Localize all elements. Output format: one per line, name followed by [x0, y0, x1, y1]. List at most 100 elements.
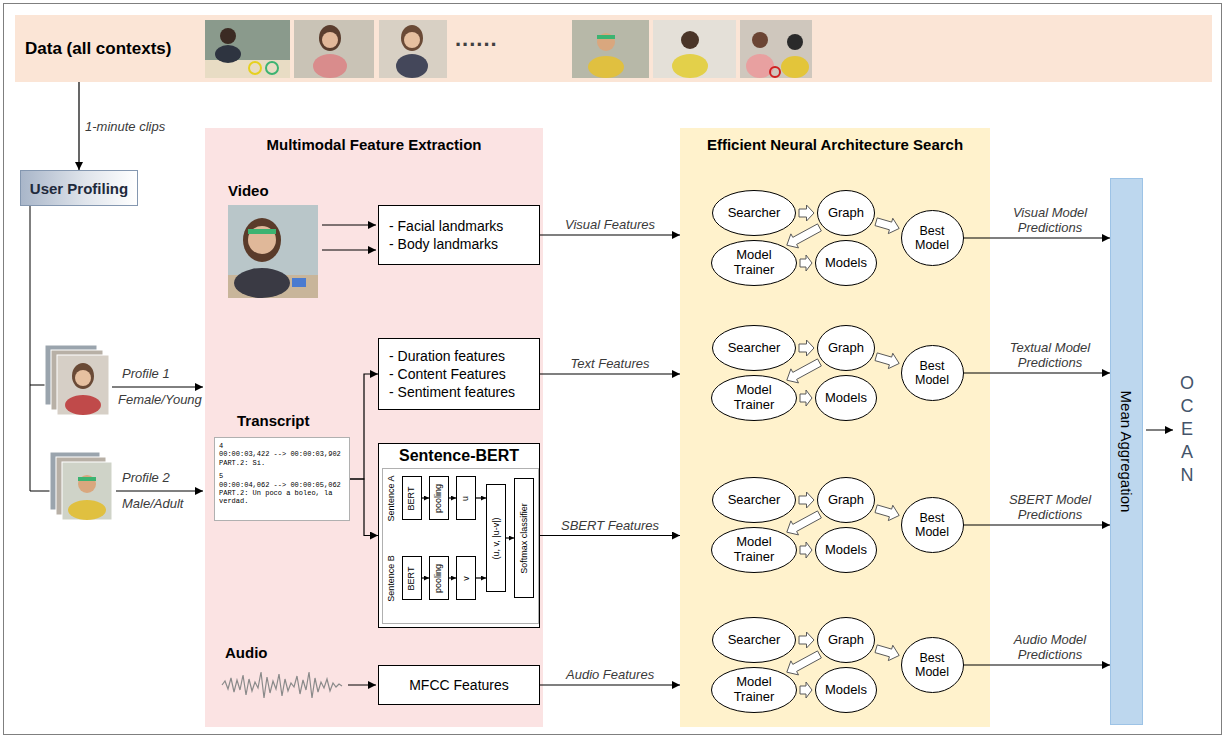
graph-ellipse: Graph	[817, 325, 875, 371]
photo-head	[248, 226, 276, 254]
vector-block: v	[456, 556, 476, 600]
photo-hair	[319, 25, 341, 51]
searcher-ellipse: Searcher	[712, 325, 796, 371]
node-text: Efficient Neural Architecture Search	[707, 136, 963, 153]
concat-block: (u, v, |u-v|)	[486, 484, 506, 592]
ellipsis-mark: ......	[455, 26, 498, 52]
photo-headband	[78, 477, 96, 481]
trainer-ellipse: Model Trainer	[711, 667, 797, 713]
outer-frame	[4, 4, 1222, 735]
photo-body	[65, 395, 101, 415]
ellipse-shape	[713, 326, 796, 371]
feature-box: - Facial landmarks- Body landmarks	[378, 205, 540, 265]
pooling-block: pooling	[429, 556, 449, 600]
photo-card	[292, 278, 306, 287]
ellipse-shape	[816, 376, 877, 421]
node-text: 4	[219, 442, 223, 450]
node-text: pooling	[435, 483, 444, 512]
block-arrow	[787, 651, 822, 675]
feature-box: - Duration features- Content Features- S…	[378, 338, 540, 410]
node-text: Best Model	[910, 359, 954, 388]
modality-heading: Audio	[225, 644, 268, 661]
flow-arrow	[476, 577, 486, 578]
trainer-ellipse: Model Trainer	[711, 240, 797, 286]
photo-card	[56, 457, 106, 515]
flow-arrow	[476, 497, 486, 498]
photo-card	[57, 355, 109, 415]
node-text: - Body landmarks	[389, 235, 498, 253]
node-text: pooling	[435, 563, 444, 592]
best-model-circle: Best Model	[901, 345, 964, 401]
profile-attributes: Female/Young	[118, 392, 202, 407]
ellipse-shape	[818, 618, 875, 663]
edge-label: 1-minute clips	[85, 119, 165, 134]
graph-ellipse: Graph	[817, 190, 875, 236]
ellipse-shape	[712, 668, 797, 713]
feature-box: MFCC Features	[378, 665, 540, 705]
transcript-snippet: 400:00:03,422 --> 00:00:03,902PART.2: Sí…	[214, 437, 350, 521]
models-ellipse: Models	[815, 240, 877, 286]
photo-body	[68, 500, 106, 520]
edge-label: SBERT Model Predictions	[1004, 492, 1096, 522]
photo-card	[62, 462, 112, 520]
ellipse-shape	[901, 346, 963, 401]
node-text: 5	[219, 472, 223, 480]
photo-body	[672, 54, 708, 78]
flow-arrow	[506, 537, 514, 538]
photo-ground	[294, 20, 374, 78]
photo-card	[45, 345, 97, 405]
node-text: Data (all contexts)	[25, 39, 171, 59]
photo-head	[787, 34, 803, 50]
feature-arrow	[322, 225, 376, 226]
node-text: Softmax classifier	[520, 503, 529, 574]
node-text: Mean Aggregation	[1118, 391, 1135, 513]
node-text: Models	[825, 256, 867, 271]
node-text: - Facial landmarks	[389, 217, 503, 235]
photo-ground	[572, 20, 649, 78]
ellipse-shape	[816, 241, 877, 286]
ellipse-shape	[712, 376, 797, 421]
profile-photo-stack	[50, 452, 112, 520]
output-traits: OCEAN	[1178, 372, 1196, 487]
video-thumbnail	[740, 20, 812, 78]
models-ellipse: Models	[815, 667, 877, 713]
flow-arrow	[964, 372, 1111, 373]
photo-body	[396, 54, 428, 78]
best-model-circle: Best Model	[901, 637, 964, 693]
block-arrow	[787, 359, 822, 383]
edge-label: SBERT Features	[561, 518, 659, 533]
profile-photo-stack	[45, 345, 109, 415]
node-text: Multimodal Feature Extraction	[266, 136, 481, 153]
ellipse-shape	[818, 478, 875, 523]
node-text: 00:00:03,422 --> 00:00:03,902	[219, 450, 341, 458]
photo-ground	[228, 205, 318, 298]
node-text: Models	[825, 391, 867, 406]
block-arrow	[787, 224, 822, 248]
photo-hair	[243, 218, 281, 262]
models-ellipse: Models	[815, 527, 877, 573]
edge-label: Visual Model Predictions	[1004, 205, 1096, 235]
video-thumbnail	[653, 20, 736, 78]
node-text: Models	[825, 683, 867, 698]
block-arrow	[787, 511, 822, 535]
photo-head	[78, 475, 96, 493]
block-arrow	[800, 390, 812, 406]
sentence-label: Sentence B	[386, 555, 395, 602]
sbert-frame	[383, 469, 539, 624]
edge-label: Visual Features	[565, 217, 655, 232]
node-text: PART.2: Un poco a boleo, la verdad.	[219, 489, 345, 506]
searcher-ellipse: Searcher	[712, 477, 796, 523]
ellipse-shape	[901, 211, 963, 266]
graph-ellipse: Graph	[817, 477, 875, 523]
photo-headband	[248, 229, 276, 234]
profiling-box: User Profiling	[20, 170, 138, 206]
photo-body	[313, 54, 347, 78]
ellipse-shape	[713, 618, 796, 663]
photo-body	[215, 45, 241, 63]
node-text: MFCC Features	[409, 676, 509, 694]
node-text: Graph	[828, 493, 864, 508]
ellipse-shape	[713, 478, 796, 523]
node-text: - Sentiment features	[389, 383, 515, 401]
block-arrow	[875, 353, 899, 369]
video-thumbnail	[572, 20, 649, 78]
